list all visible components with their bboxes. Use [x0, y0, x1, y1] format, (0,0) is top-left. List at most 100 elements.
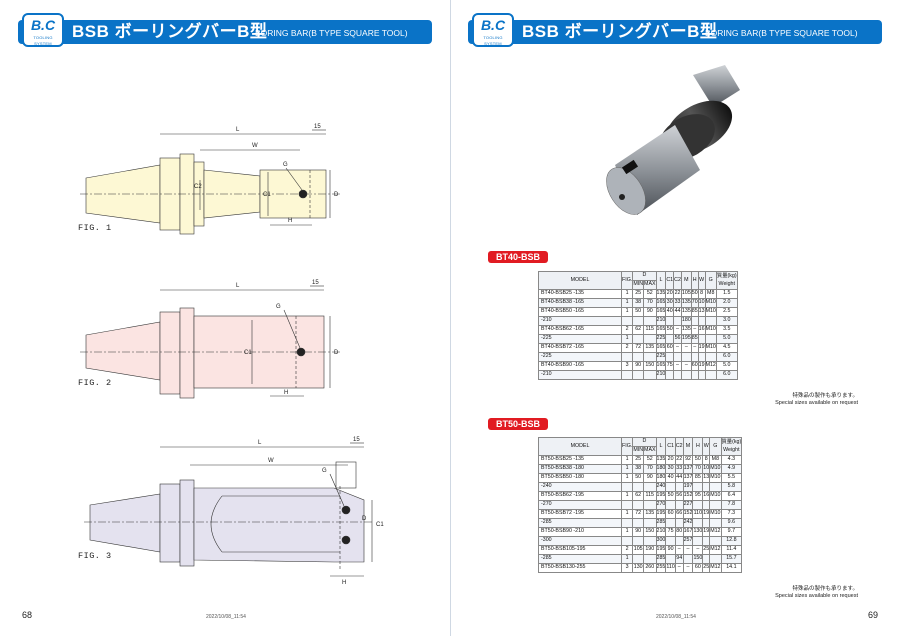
- table-cell: M12: [704, 361, 717, 371]
- table-cell: 167: [682, 527, 694, 537]
- table-cell: [697, 316, 706, 326]
- table-cell: [643, 352, 657, 362]
- table-cell: [665, 334, 675, 344]
- table-cell: 165: [655, 343, 667, 353]
- table-cell: 56: [673, 334, 682, 344]
- table-cell: 60: [665, 509, 676, 519]
- table-cell: [690, 370, 699, 380]
- table-cell: 19: [702, 509, 711, 519]
- table-cell: 5.0: [715, 361, 738, 371]
- table-cell: 85: [690, 307, 699, 317]
- table-cell: –: [673, 343, 682, 353]
- table-cell: M10: [709, 491, 722, 501]
- table-cell: [697, 334, 706, 344]
- dim-c1: C1: [376, 522, 384, 528]
- table-cell: 30: [665, 298, 675, 308]
- model-cell: BT50-BSB90 -210: [538, 527, 622, 537]
- table-cell: [709, 554, 722, 564]
- table-cell: –: [692, 545, 704, 555]
- table-cell: [665, 482, 676, 492]
- table-cell: –: [673, 325, 682, 335]
- table-cell: 1: [620, 298, 634, 308]
- table-cell: 50: [632, 473, 645, 483]
- table-cell: M8: [704, 289, 717, 299]
- table-cell: [632, 352, 645, 362]
- table-cell: 70: [643, 298, 657, 308]
- table-cell: 180: [655, 473, 667, 483]
- table-cell: [702, 482, 711, 492]
- fig3-drawing: [84, 442, 373, 577]
- table-cell: 165: [655, 298, 667, 308]
- table-cell: 225: [655, 352, 667, 362]
- table-cell: M12: [709, 527, 722, 537]
- dim-15: 15: [353, 437, 360, 443]
- table-cell: 165: [655, 325, 667, 335]
- model-cell: BT50-BSB25 -135: [538, 455, 622, 465]
- product-photo: [606, 65, 740, 215]
- table-cell: 19: [697, 361, 706, 371]
- table-cell: 62: [632, 325, 645, 335]
- table-cell: [709, 536, 722, 546]
- table-cell: [665, 518, 676, 528]
- left-page: B.C TOOLING SYSTEM BSB ボーリングバーB型 BORING …: [18, 13, 432, 620]
- table-cell: [665, 316, 675, 326]
- table-cell: [673, 316, 682, 326]
- table-cell: 150: [643, 527, 657, 537]
- table-cell: 227: [682, 500, 694, 510]
- table-cell: [643, 370, 657, 380]
- table-cell: 115: [643, 491, 657, 501]
- table-cell: 165: [655, 361, 667, 371]
- table-cell: 5.8: [720, 482, 743, 492]
- table-cell: 165: [655, 307, 667, 317]
- table-cell: 9.7: [720, 527, 743, 537]
- fig2-label: FIG. 2: [78, 378, 112, 388]
- table-cell: 75: [665, 361, 675, 371]
- table-cell: 72: [632, 343, 645, 353]
- table-cell: M10: [709, 464, 722, 474]
- table-cell: 137: [682, 464, 694, 474]
- dim-g: G: [276, 304, 281, 310]
- table-cell: [673, 352, 682, 362]
- table-cell: [674, 500, 684, 510]
- table-cell: 1: [620, 464, 634, 474]
- table-cell: [674, 536, 684, 546]
- table-cell: [632, 554, 645, 564]
- bc-logo: B.C TOOLING SYSTEM: [22, 13, 64, 47]
- dim-d: D: [334, 350, 339, 356]
- dim-h: H: [284, 390, 288, 396]
- dim-15: 15: [312, 280, 319, 286]
- bt40-tag: BT40-BSB: [488, 251, 549, 263]
- table-cell: [643, 536, 657, 546]
- table-cell: 135: [643, 343, 657, 353]
- model-cell: BT40-BSB72 -165: [538, 343, 622, 353]
- table-cell: [643, 334, 657, 344]
- table-cell: [632, 370, 645, 380]
- model-cell: -285: [538, 554, 622, 564]
- table-cell: 255: [655, 563, 667, 573]
- table-cell: 1: [620, 509, 634, 519]
- table-cell: [692, 518, 704, 528]
- page-number: 69: [867, 610, 878, 620]
- table-cell: [632, 500, 645, 510]
- table-cell: 50: [665, 325, 675, 335]
- table-cell: 242: [682, 518, 694, 528]
- table-cell: 3.5: [715, 325, 738, 335]
- table-cell: 260: [643, 563, 657, 573]
- table-cell: 150: [692, 554, 704, 564]
- table-cell: 8: [702, 455, 711, 465]
- table-cell: 40: [665, 473, 676, 483]
- model-cell: BT50-BSB62 -195: [538, 491, 622, 501]
- table-cell: [620, 370, 634, 380]
- table-cell: 75: [665, 527, 676, 537]
- right-page: B.C TOOLING SYSTEM BSB ボーリングバーB型 BORING …: [450, 0, 900, 636]
- table-cell: 300: [655, 536, 667, 546]
- table-cell: M10: [709, 509, 722, 519]
- model-cell: -210: [538, 316, 622, 326]
- dim-l: L: [236, 283, 240, 289]
- fig1-drawing: [80, 129, 340, 235]
- table-cell: M8: [709, 455, 722, 465]
